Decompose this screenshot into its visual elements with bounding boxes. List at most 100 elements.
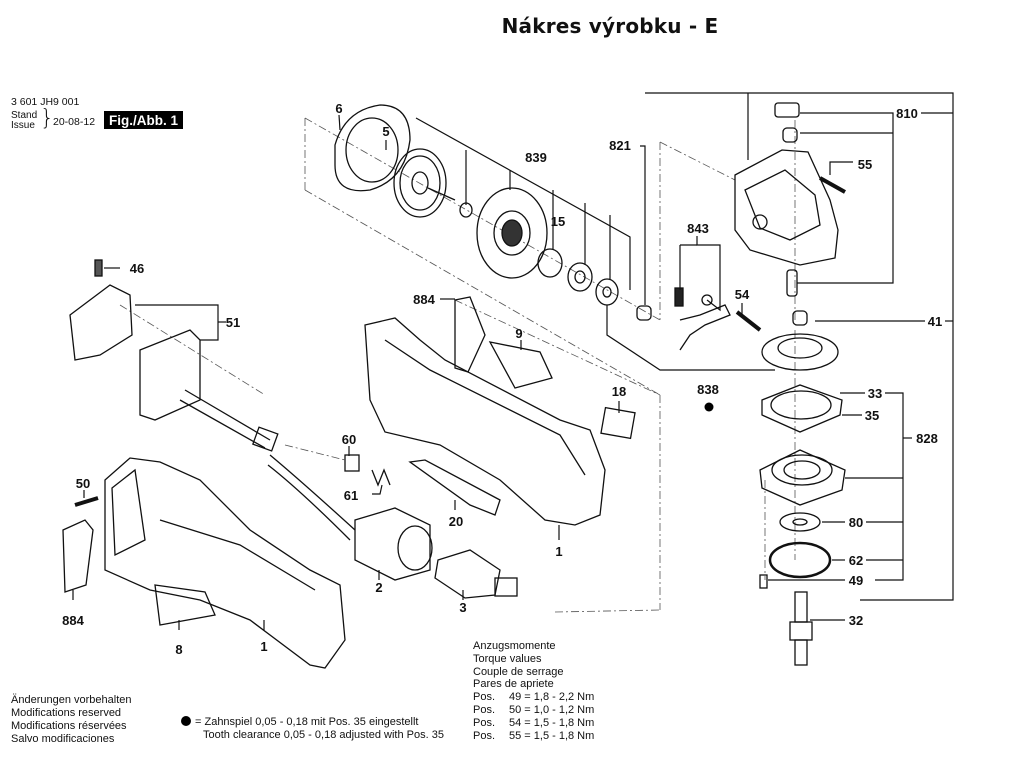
- part-pinion: [595, 278, 619, 306]
- torque-heading-es: Pares de apriete: [473, 678, 554, 691]
- part-label-6: 6: [335, 101, 342, 116]
- torque-pos-label: Pos.: [473, 716, 496, 729]
- torque-value: 54 = 1,5 - 1,8 Nm: [509, 716, 595, 729]
- torque-values-table: Anzugsmomente Torque values Couple de se…: [473, 640, 594, 742]
- part-2-stator: [354, 507, 433, 581]
- part-33-35-flange: [761, 384, 843, 433]
- modifications-note: Änderungen vorbehalten Modifications res…: [11, 694, 131, 746]
- note-line-fr: Modifications réservées: [11, 720, 127, 732]
- part-label-61: 61: [344, 488, 358, 503]
- stand-issue-label: Stand Issue: [11, 111, 37, 131]
- part-label-54: 54: [735, 287, 750, 302]
- tooth-clearance-marker-icon: [704, 402, 714, 412]
- torque-heading-fr: Couple de serrage: [473, 665, 564, 678]
- part-49-screw: [759, 574, 768, 589]
- note-line-en: Modifications reserved: [11, 707, 122, 719]
- part-label-838: 838: [697, 382, 719, 397]
- part-label-828: 828: [916, 431, 938, 446]
- part-label-62: 62: [849, 553, 863, 568]
- torque-pos-label: Pos.: [473, 691, 496, 704]
- part-9-label: [488, 341, 553, 389]
- part-label-2: 2: [375, 580, 382, 595]
- part-8-label: [154, 584, 216, 626]
- part-15-ring: [537, 248, 563, 278]
- part-label-884-rear: 884: [62, 613, 84, 628]
- tooth-clearance-line-en: Tooth clearance 0,05 - 0,18 adjusted wit…: [203, 729, 444, 741]
- part-884-grille-rear: [62, 519, 94, 593]
- issue-label: Issue: [11, 120, 35, 131]
- part-3-rotor: [434, 549, 518, 599]
- part-80-washer: [779, 512, 821, 532]
- part-46-spring: [94, 259, 103, 277]
- part-843-lever-set: [674, 287, 731, 351]
- part-label-810: 810: [896, 106, 918, 121]
- part-51-switch-assembly: [69, 284, 279, 452]
- torque-value: 49 = 1,8 - 2,2 Nm: [509, 691, 595, 704]
- part-label-51: 51: [226, 315, 240, 330]
- part-label-50: 50: [76, 476, 90, 491]
- part-sleeve: [636, 305, 652, 321]
- brace-icon: }: [40, 106, 54, 131]
- part-label-843: 843: [687, 221, 709, 236]
- figure-label: Fig./Abb. 1: [104, 111, 183, 129]
- stand-label: Stand: [11, 110, 38, 121]
- part-label-55: 55: [858, 157, 872, 172]
- part-label-20: 20: [449, 514, 463, 529]
- part-1-motor-housing: [364, 317, 606, 526]
- torque-row: Pos. 54 = 1,5 - 1,8 Nm: [473, 717, 594, 730]
- part-label-41: 41: [928, 314, 942, 329]
- note-line-es: Salvo modificaciones: [11, 733, 115, 745]
- part-60-bracket: [344, 454, 360, 472]
- torque-pos-label: Pos.: [473, 703, 496, 716]
- part-label-46: 46: [130, 261, 144, 276]
- filled-circle-icon: [181, 716, 191, 726]
- part-50-screw: [74, 496, 99, 507]
- part-label-5: 5: [382, 124, 389, 139]
- part-label-32: 32: [849, 613, 863, 628]
- part-bevel-gear: [761, 333, 839, 371]
- part-62-o-ring: [768, 541, 832, 579]
- part-label-839: 839: [525, 150, 547, 165]
- torque-heading-en: Torque values: [473, 652, 542, 665]
- part-18-plate: [600, 406, 636, 440]
- part-spindle-housing: [759, 449, 846, 506]
- part-61-spring: [371, 468, 391, 487]
- part-lock-pin: [786, 269, 798, 297]
- part-label-821: 821: [609, 138, 631, 153]
- assembly-axis-lines: [119, 117, 796, 613]
- part-spring: [782, 127, 798, 143]
- issue-date: 20-08-12: [53, 116, 96, 128]
- part-label-35: 35: [865, 408, 879, 423]
- torque-value: 50 = 1,0 - 1,2 Nm: [509, 703, 595, 716]
- torque-row: Pos. 49 = 1,8 - 2,2 Nm: [473, 691, 594, 704]
- part-bearing: [567, 262, 593, 292]
- part-41-sleeve: [792, 310, 808, 326]
- part-button-cap: [774, 102, 800, 118]
- part-54-screw: [735, 310, 762, 332]
- part-label-884-top: 884: [413, 292, 435, 307]
- part-20-slider: [408, 459, 501, 516]
- torque-row: Pos. 50 = 1,0 - 1,2 Nm: [473, 704, 594, 717]
- note-line-de: Änderungen vorbehalten: [11, 694, 132, 706]
- part-label-3: 3: [459, 600, 466, 615]
- part-label-18: 18: [612, 384, 626, 399]
- torque-pos-label: Pos.: [473, 729, 496, 742]
- part-washer: [459, 202, 473, 218]
- part-cable-bundle: [267, 454, 356, 541]
- part-label-33: 33: [868, 386, 882, 401]
- leader-lines: [72, 92, 954, 630]
- torque-heading-de: Anzugsmomente: [473, 640, 556, 652]
- part-label-1-handle: 1: [260, 639, 267, 654]
- part-label-60: 60: [342, 432, 356, 447]
- part-5-gear: [393, 148, 456, 218]
- document-number: 3 601 JH9 001: [11, 96, 80, 108]
- part-6-shroud: [334, 104, 411, 192]
- tooth-clearance-line-de: = Zahnspiel 0,05 - 0,18 mit Pos. 35 eing…: [195, 716, 419, 728]
- part-label-8: 8: [175, 642, 182, 657]
- part-32-spindle: [789, 591, 813, 666]
- torque-value: 55 = 1,5 - 1,8 Nm: [509, 729, 595, 742]
- part-gear-head-housing: [734, 149, 839, 266]
- tooth-clearance-legend: = Zahnspiel 0,05 - 0,18 mit Pos. 35 eing…: [181, 716, 444, 742]
- part-884-grille-top: [454, 296, 486, 373]
